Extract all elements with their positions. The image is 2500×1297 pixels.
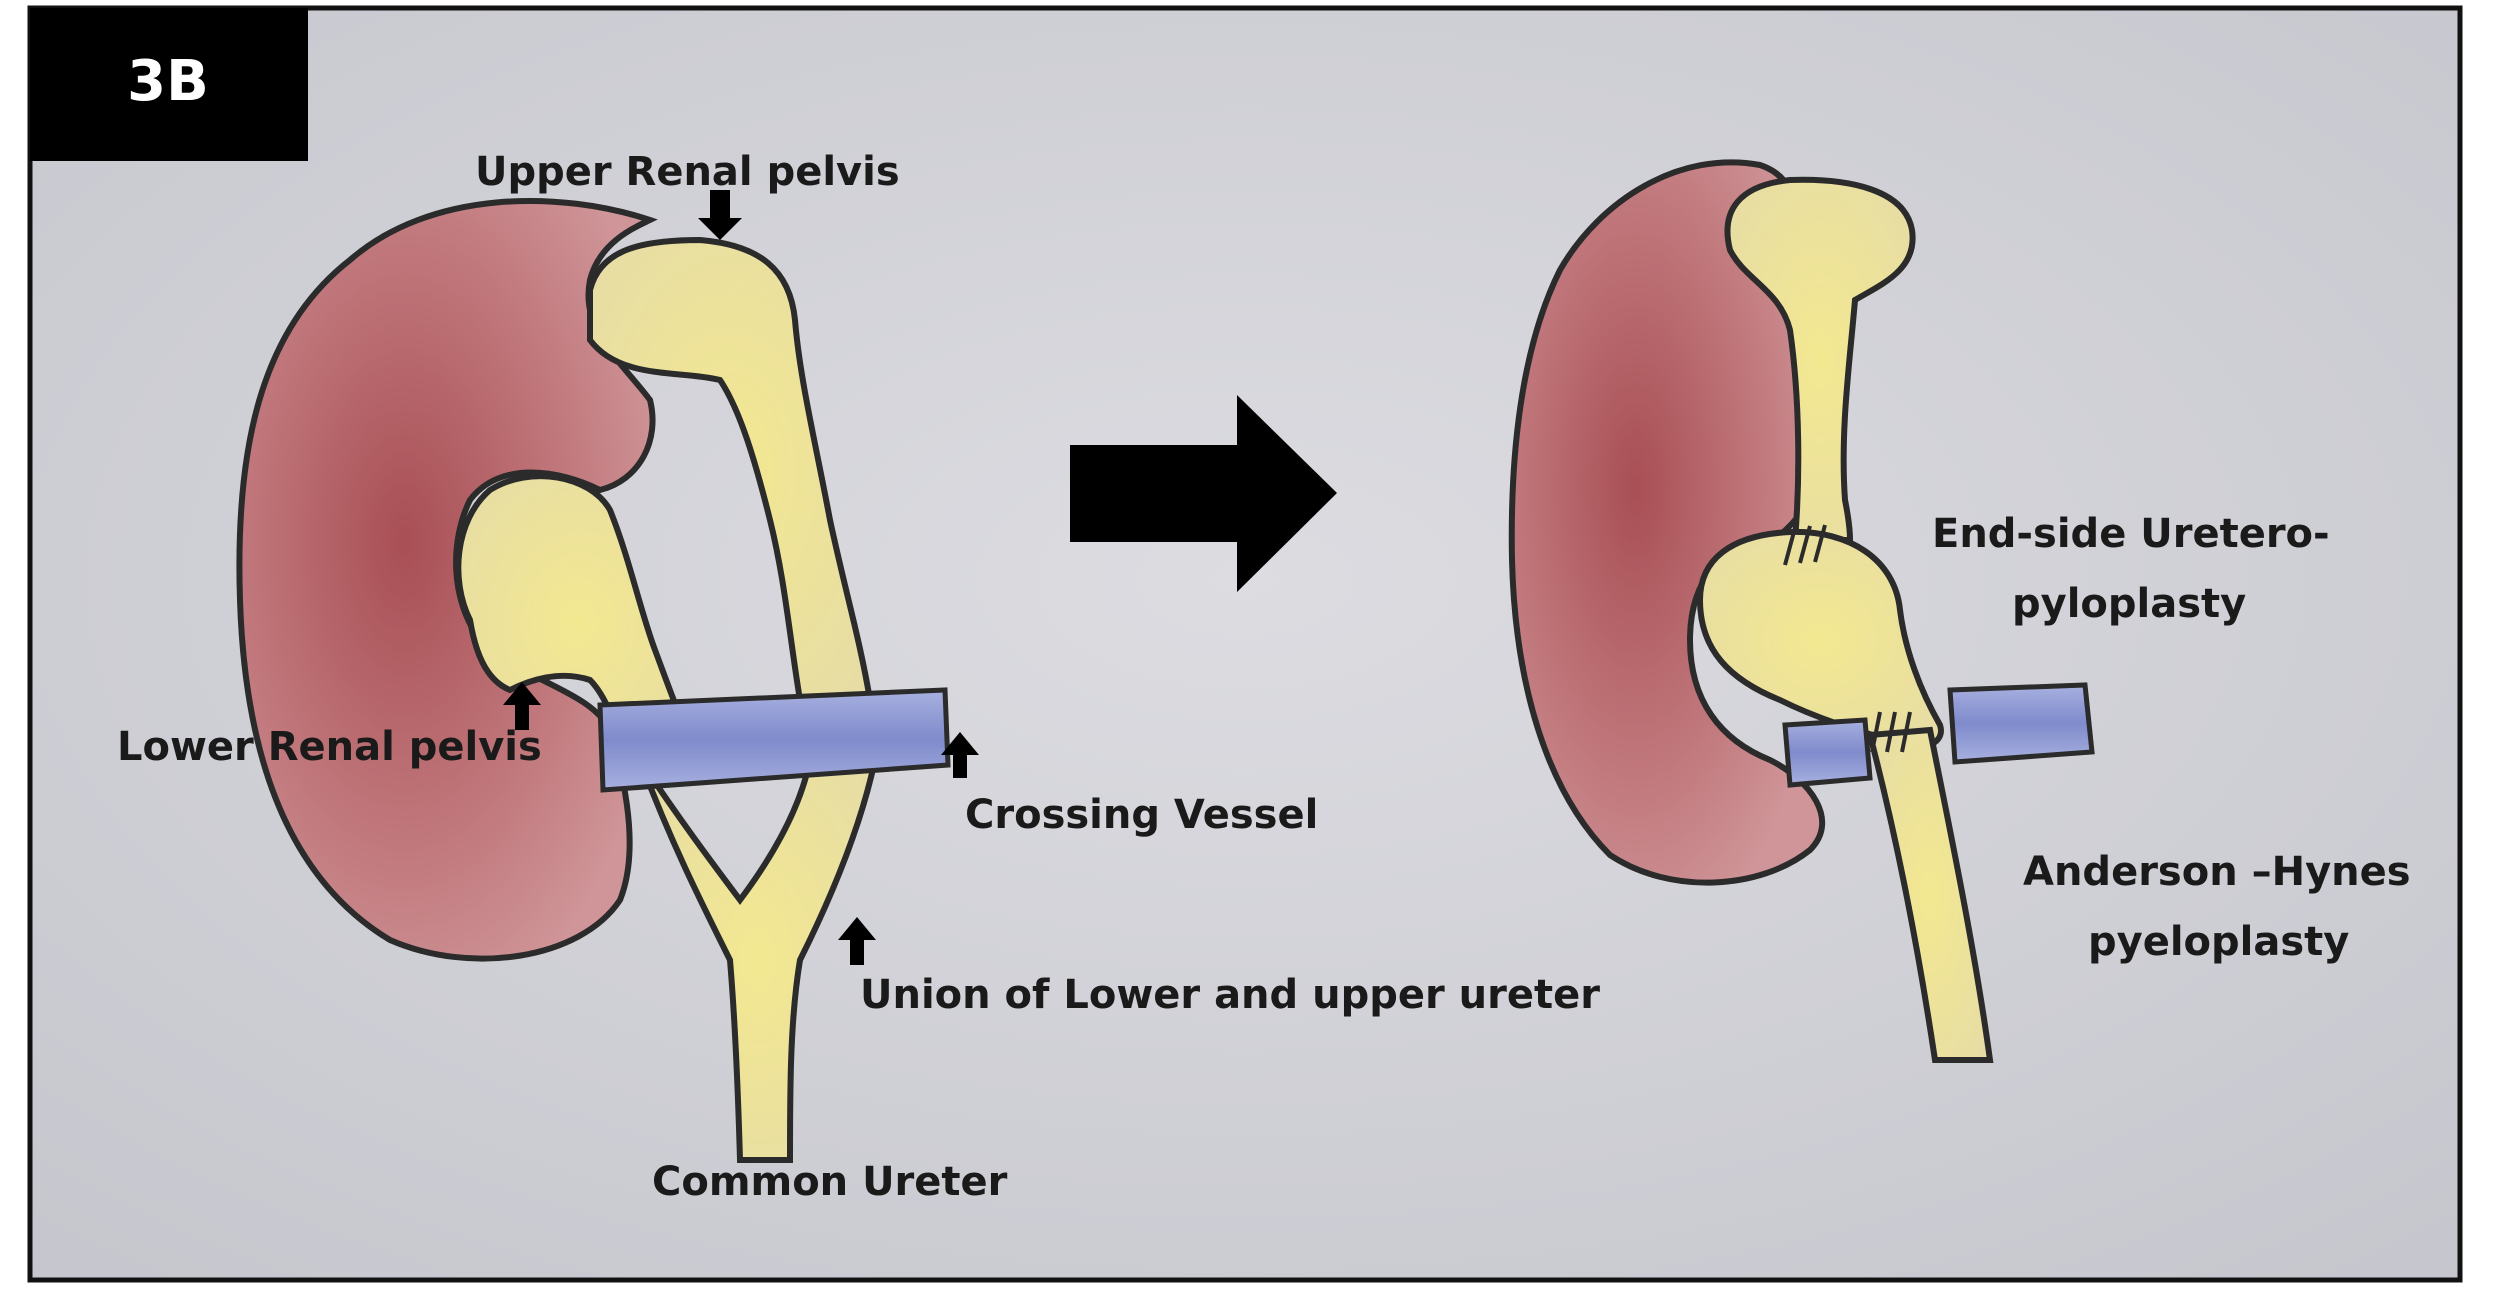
- label-lower-renal-pelvis: Lower Renal pelvis: [117, 724, 542, 770]
- transition-arrow: [1070, 395, 1337, 592]
- lower-pelvis-and-ureter: [455, 473, 705, 774]
- label-union-ureter: Union of Lower and upper ureter: [860, 972, 1600, 1018]
- label-upper-renal-pelvis: Upper Renal pelvis: [475, 149, 900, 195]
- right-crossing-vessel-left: [1782, 717, 1873, 788]
- arrow-union: [838, 917, 876, 965]
- figure-badge: 3B: [30, 8, 308, 161]
- right-ureter: [1866, 726, 1994, 1063]
- label-end-side-line1: End-side Uretero-: [1932, 511, 2330, 557]
- common-ureter: [637, 757, 879, 1163]
- right-crossing-vessel-right: [1947, 682, 2095, 765]
- left-pointer-arrows: [503, 190, 979, 965]
- right-lower-pelvis: [1696, 528, 1944, 750]
- label-anderson-line1: Anderson –Hynes: [2023, 849, 2411, 895]
- left-crossing-vessel: [597, 687, 951, 793]
- label-end-side-line2: pyloplasty: [2012, 581, 2246, 627]
- arrow-crossing-vessel: [941, 732, 979, 778]
- upper-pelvis-and-ureter: [587, 236, 874, 703]
- label-crossing-vessel: Crossing Vessel: [965, 792, 1318, 838]
- label-common-ureter: Common Ureter: [652, 1159, 1008, 1205]
- arrow-upper-pelvis: [698, 190, 742, 240]
- label-anderson-line2: pyeloplasty: [2088, 919, 2349, 965]
- right-upper-pelvis: [1724, 176, 1916, 543]
- left-kidney-drawing: [236, 198, 951, 1163]
- left-kidney: [236, 198, 658, 962]
- badge-label: 3B: [127, 49, 209, 114]
- arrow-lower-pelvis: [503, 682, 541, 730]
- suture-marks: [1783, 524, 1912, 753]
- right-kidney-drawing: [1508, 159, 2095, 1063]
